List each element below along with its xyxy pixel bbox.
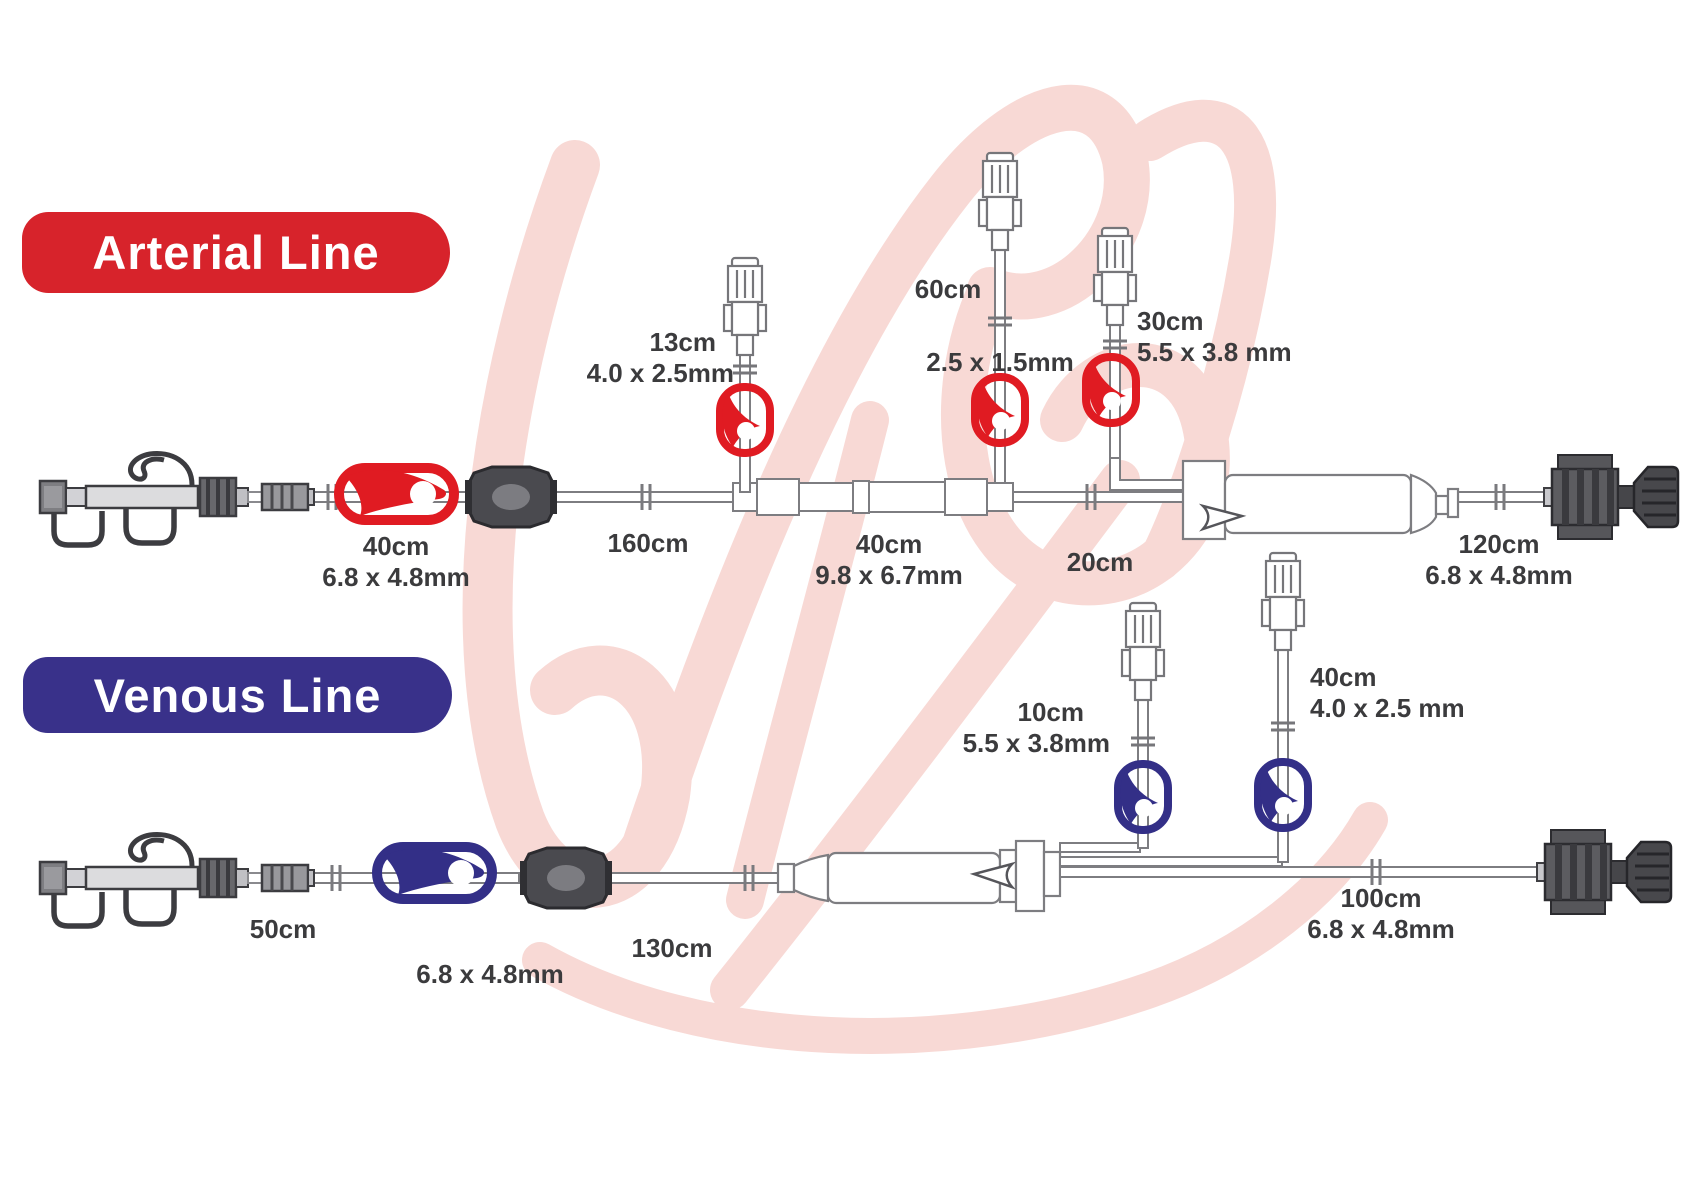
dialyzer-connector-icon (1535, 828, 1673, 916)
label-length: 60cm (914, 274, 982, 304)
patient-connector-icon (40, 453, 314, 545)
injection-port-icon (1092, 226, 1138, 327)
label-length: 20cm (1066, 547, 1134, 577)
label-size: 6.8 x 4.8mm (322, 561, 470, 592)
label-length: 100cm (1340, 883, 1422, 913)
chamber-spike (969, 861, 1017, 890)
label-length: 40cm (362, 531, 430, 561)
label-arterial-60cm-port-size: 2.5 x 1.5mm (926, 347, 1073, 378)
label-venous-40cm-port: 40cm 4.0 x 2.5 mm (1310, 662, 1465, 723)
label-venous-clamp-size: 6.8 x 4.8mm (416, 959, 563, 990)
label-length: 50cm (249, 914, 317, 944)
arterial-line-diagram (40, 151, 1680, 545)
label-venous-10cm-port: 10cm 5.5 x 3.8mm (963, 697, 1110, 758)
label-length: 40cm (1310, 662, 1377, 692)
arterial-drip-chamber (1181, 459, 1460, 541)
label-size: 6.8 x 4.8mm (1425, 559, 1573, 590)
label-arterial-20cm: 20cm (1067, 547, 1134, 578)
venous-line-title: Venous Line (23, 657, 452, 733)
label-arterial-60cm-port: 60cm (915, 274, 982, 305)
arterial-line-title-text: Arterial Line (92, 226, 380, 279)
label-size: 5.5 x 3.8mm (962, 727, 1110, 758)
label-length: 13cm (649, 327, 717, 357)
label-size: 6.8 x 4.8mm (1307, 913, 1455, 944)
label-length: 130cm (631, 933, 713, 963)
injection-port-icon (1120, 601, 1166, 702)
patient-connector-icon (40, 834, 314, 926)
label-venous-50cm: 50cm (250, 914, 317, 945)
dialyzer-connector-icon (1542, 453, 1680, 541)
venous-line-diagram (40, 551, 1673, 926)
tube-segment (1059, 866, 1538, 878)
label-size: 6.8 x 4.8mm (416, 959, 564, 989)
label-arterial-pump-segment: 40cm 9.8 x 6.7mm (815, 529, 962, 590)
branch-tube-40cm (1059, 856, 1283, 867)
venous-line-title-text: Venous Line (93, 668, 382, 722)
branch-elbow (1109, 457, 1184, 491)
pump-pod-icon (463, 465, 559, 529)
label-size: 2.5 x 1.5mm (926, 347, 1074, 377)
label-length: 10cm (1017, 697, 1085, 727)
chamber-spike (1198, 503, 1247, 532)
injection-port-icon (1260, 551, 1306, 652)
tube-segment (555, 491, 736, 503)
label-size: 4.0 x 2.5mm (586, 357, 734, 388)
label-arterial-120cm: 120cm 6.8 x 4.8mm (1425, 529, 1572, 590)
label-venous-100cm: 100cm 6.8 x 4.8mm (1307, 883, 1454, 944)
label-arterial-13cm-port: 13cm 4.0 x 2.5mm (587, 327, 734, 388)
label-size: 4.0 x 2.5 mm (1310, 692, 1465, 723)
label-length: 160cm (607, 528, 689, 558)
label-venous-130cm: 130cm (632, 933, 713, 964)
label-size: 9.8 x 6.7mm (815, 559, 963, 590)
injection-port-icon (977, 151, 1023, 252)
tube-segment (1457, 491, 1545, 503)
arterial-line-title: Arterial Line (22, 212, 450, 293)
tube-segment (1012, 491, 1184, 503)
label-arterial-clamp-segment: 40cm 6.8 x 4.8mm (322, 531, 469, 592)
label-arterial-30cm-port: 30cm 5.5 x 3.8 mm (1137, 306, 1292, 367)
label-size: 5.5 x 3.8 mm (1137, 336, 1292, 367)
pump-insert-segment (732, 478, 1014, 516)
venous-drip-chamber (776, 839, 1062, 913)
label-length: 40cm (855, 529, 923, 559)
label-arterial-160cm: 160cm (608, 528, 689, 559)
branch-tube-10cm (1137, 699, 1149, 849)
pump-pod-icon (518, 846, 614, 910)
label-length: 30cm (1137, 306, 1204, 336)
label-length: 120cm (1458, 529, 1540, 559)
branch-tube-10cm (1059, 842, 1141, 853)
